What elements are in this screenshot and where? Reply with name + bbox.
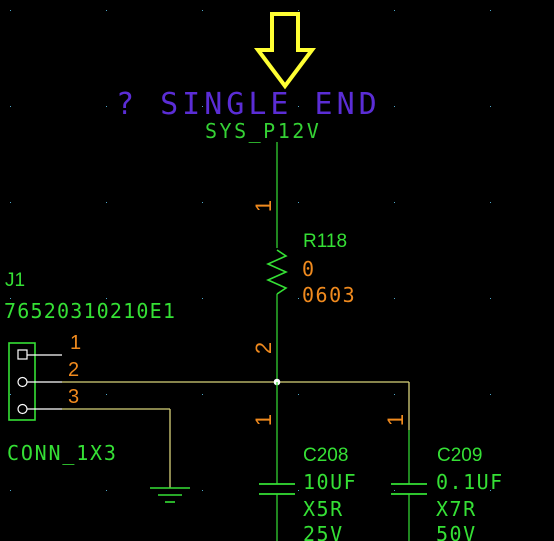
power-net-label[interactable]: SYS_P12V xyxy=(205,119,321,143)
down-arrow-icon xyxy=(254,12,316,90)
grid-dot xyxy=(10,298,11,299)
grid-dot xyxy=(394,298,395,299)
c209-voltage: 50V xyxy=(436,522,477,541)
c208-ref-designator[interactable]: C208 xyxy=(303,445,348,466)
grid-dot xyxy=(490,394,491,395)
capacitor-symbol-icon[interactable] xyxy=(259,483,295,495)
grid-dot xyxy=(394,106,395,107)
c208-dielectric: X5R xyxy=(303,497,344,521)
grid-dot xyxy=(394,490,395,491)
connector-symbol-icon[interactable] xyxy=(8,342,62,421)
grid-dot xyxy=(298,298,299,299)
grid-dot xyxy=(106,10,107,11)
annotation-text: ? SINGLE END xyxy=(116,87,381,122)
grid-dot xyxy=(10,394,11,395)
grid-dot xyxy=(106,394,107,395)
grid-dot xyxy=(202,202,203,203)
grid-dot xyxy=(10,490,11,491)
r118-ref-designator[interactable]: R118 xyxy=(303,231,347,252)
j1-pin-3-number: 3 xyxy=(68,386,79,408)
grid-dot xyxy=(106,298,107,299)
net-wires[interactable] xyxy=(62,381,410,488)
grid-dots xyxy=(10,10,491,491)
j1-pin-1-number: 1 xyxy=(70,332,81,354)
c208-voltage: 25V xyxy=(303,522,344,541)
c209-dielectric: X7R xyxy=(436,497,477,521)
grid-dot xyxy=(202,106,203,107)
grid-dot xyxy=(10,10,11,11)
grid-dot xyxy=(202,490,203,491)
grid-dot xyxy=(106,202,107,203)
r118-package: 0603 xyxy=(302,283,356,307)
c209-value: 0.1UF xyxy=(436,470,504,494)
c208-pin1-number: 1 xyxy=(251,414,276,426)
r118-pin2-number: 2 xyxy=(251,342,276,354)
grid-dot xyxy=(106,106,107,107)
r118-pin1-number: 1 xyxy=(251,200,276,212)
c208-value: 10UF xyxy=(303,470,357,494)
r118-value: 0 xyxy=(302,257,314,281)
grid-dot xyxy=(202,298,203,299)
grid-dot xyxy=(490,202,491,203)
j1-pin-2-number: 2 xyxy=(68,359,79,381)
grid-dot xyxy=(10,106,11,107)
j1-footprint: CONN_1X3 xyxy=(7,441,118,465)
grid-dot xyxy=(394,202,395,203)
grid-dot xyxy=(298,490,299,491)
j1-part-number: 76520310210E1 xyxy=(4,299,176,323)
grid-dot xyxy=(490,298,491,299)
ground-symbol-icon xyxy=(150,487,190,503)
grid-dot xyxy=(394,10,395,11)
j1-ref-designator[interactable]: J1 xyxy=(5,270,25,291)
grid-dot xyxy=(298,106,299,107)
grid-dot xyxy=(298,394,299,395)
grid-dot xyxy=(490,490,491,491)
grid-dot xyxy=(106,490,107,491)
capacitor-symbol-icon-2[interactable] xyxy=(391,483,427,495)
grid-dot xyxy=(394,394,395,395)
c209-pin1-number: 1 xyxy=(383,414,408,426)
grid-dot xyxy=(298,202,299,203)
resistor-symbol-icon[interactable] xyxy=(266,249,288,295)
grid-dot xyxy=(490,10,491,11)
c209-ref-designator[interactable]: C209 xyxy=(437,445,482,466)
grid-dot xyxy=(10,202,11,203)
grid-dot xyxy=(298,10,299,11)
grid-dot xyxy=(202,394,203,395)
grid-dot xyxy=(202,10,203,11)
grid-dot xyxy=(490,106,491,107)
